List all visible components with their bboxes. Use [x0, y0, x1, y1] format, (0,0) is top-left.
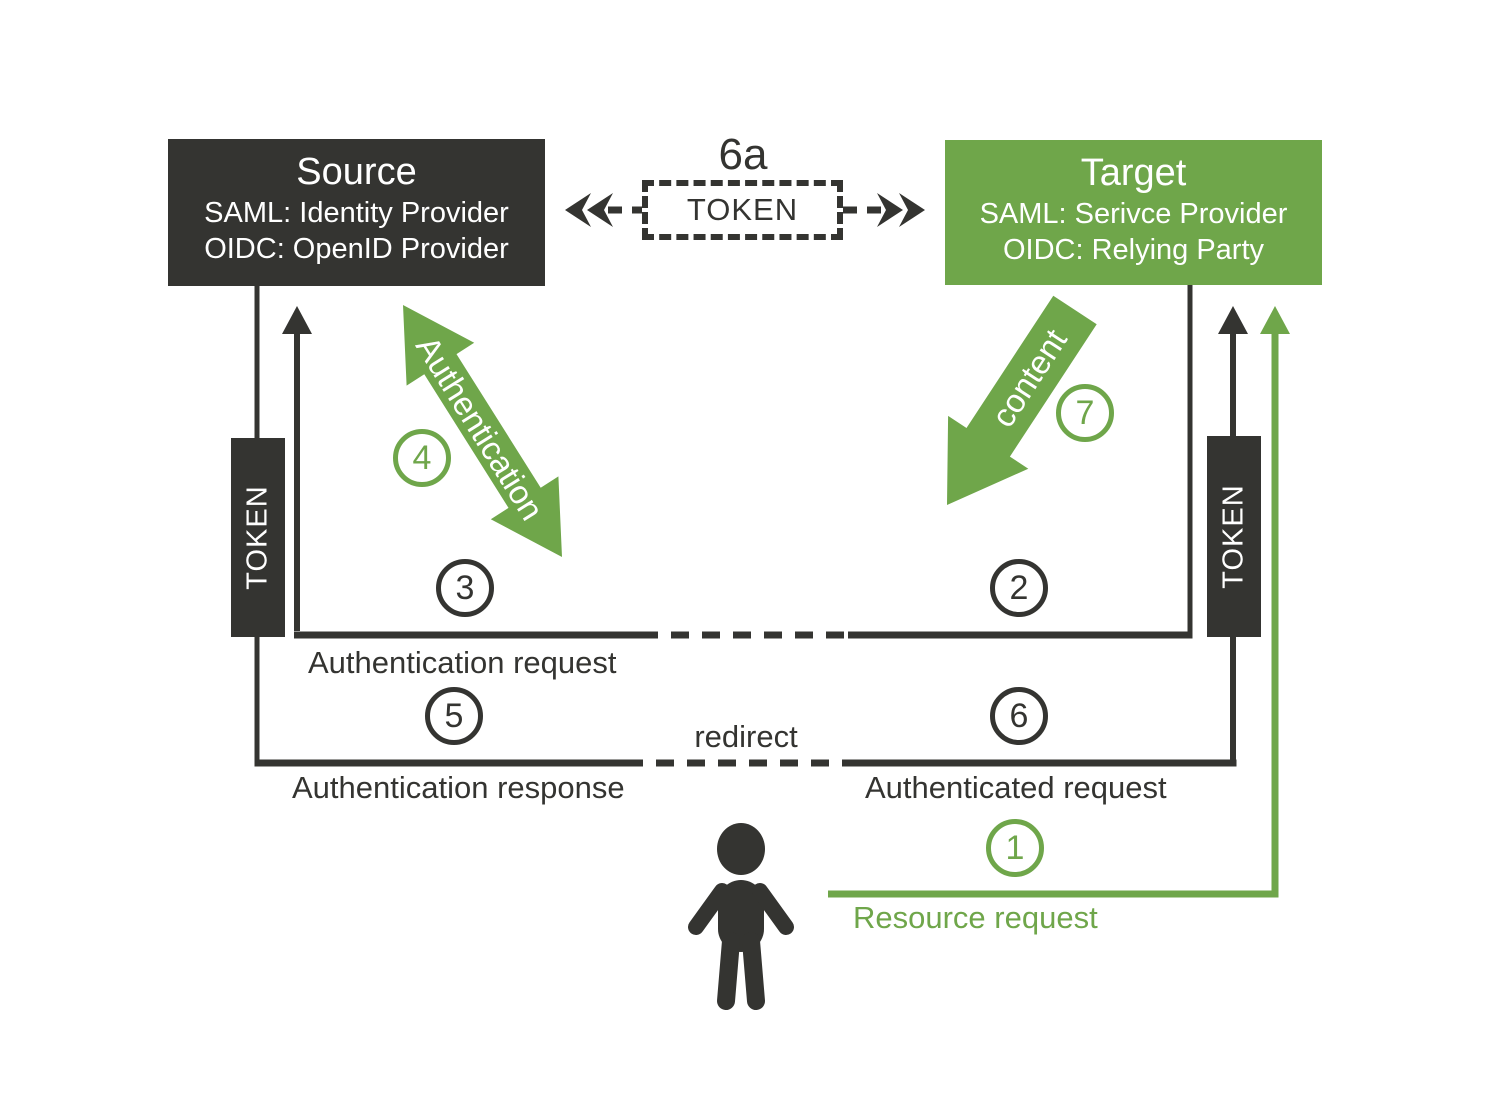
- step-badge-6: 6: [990, 687, 1048, 745]
- authentication-arrow-label: Authentication: [409, 330, 551, 527]
- person-icon: [688, 823, 794, 1010]
- source-saml-label: SAML: Identity Provider: [204, 197, 509, 229]
- step-badge-7: 7: [1056, 384, 1114, 442]
- source-box: Source SAML: Identity Provider OIDC: Ope…: [168, 139, 545, 286]
- step-badge-2: 2: [990, 559, 1048, 617]
- source-oidc-label: OIDC: OpenID Provider: [204, 233, 509, 265]
- token-box-right: TOKEN: [1207, 436, 1261, 637]
- token-exchange-label: TOKEN: [686, 192, 799, 227]
- token-box-left: TOKEN: [231, 438, 285, 637]
- source-title: Source: [296, 151, 417, 193]
- target-box: Target SAML: Serivce Provider OIDC: Rely…: [945, 140, 1322, 285]
- redirect-label: redirect: [694, 719, 798, 754]
- token-box-left-label: TOKEN: [241, 485, 274, 590]
- resource-request-flow-line: [828, 330, 1279, 898]
- step-badge-4: 4: [393, 429, 451, 487]
- resource-request-label: Resource request: [853, 900, 1098, 935]
- step-badge-3: 3: [436, 559, 494, 617]
- authentication-request-label: Authentication request: [308, 645, 617, 680]
- step-badge-1: 1: [986, 819, 1044, 877]
- target-oidc-label: OIDC: Relying Party: [1002, 234, 1265, 266]
- arrowhead-to-target-icon: [1218, 306, 1248, 334]
- token-exchange-arrow-right-icon: [843, 193, 925, 227]
- arrowhead-green-to-target-icon: [1260, 306, 1290, 334]
- token-exchange-box: TOKEN: [642, 180, 843, 240]
- target-title: Target: [1080, 152, 1187, 194]
- token-box-right-label: TOKEN: [1217, 484, 1250, 589]
- authentication-response-label: Authentication response: [292, 770, 625, 805]
- target-saml-label: SAML: Serivce Provider: [979, 198, 1288, 230]
- authenticated-request-label: Authenticated request: [865, 770, 1167, 805]
- token-exchange-step-label: 6a: [718, 130, 768, 179]
- authenticated-request-flow-line: [254, 285, 1237, 767]
- token-exchange-arrow-left-icon: [565, 193, 642, 227]
- arrowhead-to-source-icon: [282, 306, 312, 334]
- authentication-request-flow-line: [294, 284, 1193, 639]
- step-badge-5: 5: [425, 687, 483, 745]
